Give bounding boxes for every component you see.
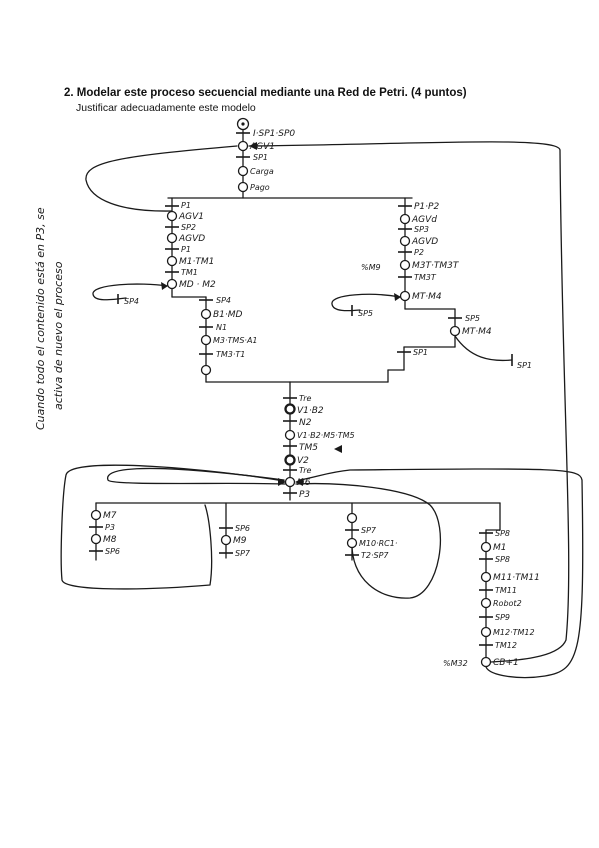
svg-text:TM11: TM11 [495, 586, 517, 595]
svg-text:N1: N1 [216, 323, 227, 332]
loop-sp1 [454, 335, 513, 362]
svg-text:TM3·T1: TM3·T1 [216, 350, 245, 359]
branch-c: SP7 M10·RC1· T2·SP7 [345, 502, 397, 561]
svg-text:P1·P2: P1·P2 [414, 202, 439, 212]
svg-text:I·SP1·SP0: I·SP1·SP0 [253, 129, 295, 139]
svg-text:M8: M8 [103, 535, 117, 545]
question-title: 2. Modelar este proceso secuencial media… [64, 87, 467, 99]
svg-text:TM3T: TM3T [414, 273, 437, 282]
svg-text:TM12: TM12 [495, 641, 517, 650]
svg-text:Tre: Tre [299, 466, 312, 475]
svg-text:P2: P2 [414, 248, 424, 257]
center-column: Tre V1·B2 N2 V1·B2·M5·TM5 TM5 V2 Tre M6 … [60, 381, 501, 599]
svg-text:%M9: %M9 [361, 263, 381, 272]
svg-text:Carga: Carga [250, 167, 274, 176]
svg-text:SP9: SP9 [495, 613, 510, 622]
svg-text:P1: P1 [181, 201, 191, 210]
svg-text:TM1: TM1 [181, 268, 198, 277]
svg-text:AGVD: AGVD [411, 237, 438, 247]
top-column: I·SP1·SP0 AGV1 SP1 Carga Pago [167, 117, 413, 207]
loop-sp4 [92, 283, 168, 301]
svg-text:M1: M1 [493, 543, 507, 553]
svg-text:Robot2: Robot2 [493, 599, 522, 608]
svg-text:SP8: SP8 [495, 529, 510, 538]
svg-text:SP5: SP5 [358, 309, 373, 318]
svg-text:V2: V2 [297, 456, 309, 466]
side-note-line2: activa de nuevo el proceso [52, 261, 65, 410]
svg-text:SP1: SP1 [517, 361, 532, 370]
svg-text:AGVd: AGVd [411, 215, 437, 225]
loop-sp5 [331, 293, 401, 312]
svg-text:AGV1: AGV1 [178, 212, 204, 222]
svg-text:M3T·TM3T: M3T·TM3T [412, 261, 460, 271]
svg-text:P3: P3 [105, 523, 115, 532]
svg-text:M10·RC1·: M10·RC1· [359, 539, 397, 548]
loop-right-inner [295, 483, 442, 599]
svg-text:M7: M7 [103, 511, 117, 521]
return-to-top [248, 141, 570, 663]
svg-text:B1·MD: B1·MD [213, 310, 243, 320]
svg-text:T2·SP7: T2·SP7 [361, 551, 389, 560]
svg-text:MD · M2: MD · M2 [179, 280, 216, 290]
side-note: Cuando todo el contenido está en P3, se … [34, 207, 65, 430]
branch-b: SP6 M9 SP7 [219, 502, 251, 559]
side-note-line1: Cuando todo el contenido está en P3, se [34, 207, 47, 430]
svg-text:P3: P3 [299, 490, 310, 500]
svg-text:M9: M9 [233, 536, 247, 546]
svg-text:Pago: Pago [250, 183, 270, 192]
svg-text:M1·TM1: M1·TM1 [179, 257, 214, 267]
svg-text:MT·M4: MT·M4 [412, 292, 442, 302]
svg-text:%M32: %M32 [443, 659, 468, 668]
svg-text:SP4: SP4 [216, 296, 231, 305]
svg-text:M6: M6 [297, 478, 311, 488]
left-column: P1 AGV1 SP2 AGVD P1 M1·TM1 TM1 MD · M2 S… [92, 201, 291, 383]
branch-a: M7 P3 M8 SP6 [89, 502, 120, 561]
svg-text:SP6: SP6 [105, 547, 120, 556]
svg-text:SP5: SP5 [465, 314, 480, 323]
svg-text:V1·B2: V1·B2 [297, 406, 324, 416]
svg-text:M3·TMS·A1: M3·TMS·A1 [213, 336, 258, 345]
loop-left-big [60, 464, 285, 590]
svg-text:Tre: Tre [299, 394, 312, 403]
svg-text:SP6: SP6 [235, 524, 250, 533]
svg-text:SP7: SP7 [361, 526, 377, 535]
svg-text:P1: P1 [181, 245, 191, 254]
svg-text:N2: N2 [299, 418, 312, 428]
svg-text:TM5: TM5 [299, 443, 318, 453]
svg-text:AGVD: AGVD [178, 234, 205, 244]
right-column: P1·P2 AGVd SP3 AGVD P2 %M9 M3T·TM3T TM3T… [289, 202, 532, 383]
initial-token [241, 122, 245, 126]
svg-text:V1·B2·M5·TM5: V1·B2·M5·TM5 [297, 431, 355, 440]
svg-text:MT·M4: MT·M4 [462, 327, 492, 337]
svg-text:AGV1: AGV1 [249, 142, 275, 152]
svg-text:M11·TM11: M11·TM11 [493, 573, 540, 583]
question-instruction: Justificar adecuadamente este modelo [76, 102, 256, 114]
svg-text:SP8: SP8 [495, 555, 510, 564]
svg-text:M12·TM12: M12·TM12 [493, 628, 535, 637]
svg-text:SP7: SP7 [235, 549, 251, 558]
loop-left-inner [106, 467, 286, 485]
return-to-m6 [299, 468, 584, 679]
svg-text:SP4: SP4 [124, 297, 139, 306]
svg-text:SP2: SP2 [181, 223, 196, 232]
svg-text:SP1: SP1 [253, 153, 268, 162]
svg-text:CB+1: CB+1 [493, 658, 519, 668]
svg-text:SP3: SP3 [414, 225, 429, 234]
svg-text:SP1: SP1 [413, 348, 428, 357]
branch-d: SP8 M1 SP8 M11·TM11 TM11 Robot2 SP9 M12·… [248, 141, 584, 679]
left-return-top [85, 145, 238, 212]
